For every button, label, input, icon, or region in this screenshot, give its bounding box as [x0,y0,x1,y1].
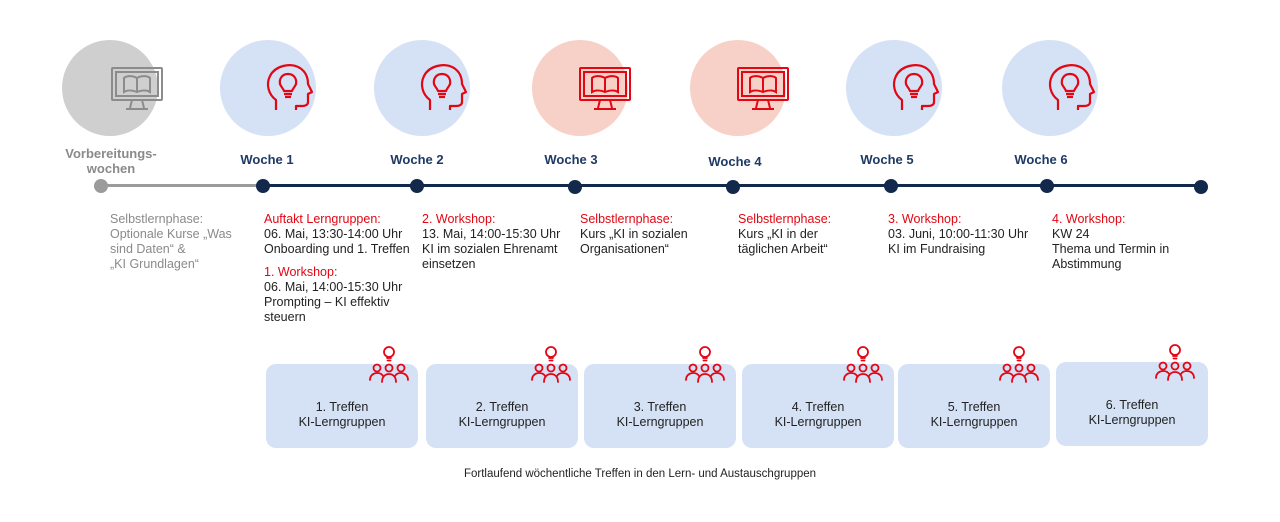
week-label-6: Woche 6 [1014,152,1068,167]
block-line: Onboarding und 1. Treffen [264,242,410,256]
meeting-title: 4. Treffen [791,400,845,414]
text-block-week-4: Selbstlernphase: Kurs „KI in der täglich… [738,212,831,257]
head-bulb-icon [1044,62,1100,114]
group-idea-icon [528,344,574,391]
meeting-title: 5. Treffen [947,400,1001,414]
timeline-prep-segment [100,184,264,187]
timeline-dot-end [1194,180,1208,194]
block-line: KI im Fundraising [888,242,986,256]
computer-book-icon [578,66,632,112]
block-line: 06. Mai, 14:00-15:30 Uhr [264,280,403,294]
block-line: KI im sozialen Ehrenamt [422,242,558,256]
block-line: Abstimmung [1052,257,1122,271]
head-bulb-icon [416,62,472,114]
block-heading: 4. Workshop: [1052,212,1126,226]
meeting-title: 6. Treffen [1105,398,1159,412]
block-line: „KI Grundlagen“ [110,257,199,271]
week-label-2: Woche 2 [390,152,444,167]
block-heading: Selbstlernphase: [580,212,674,226]
meeting-title: 3. Treffen [633,400,687,414]
text-block-week-6: 4. Workshop: KW 24 Thema und Termin in A… [1052,212,1169,272]
week-label-1: Woche 1 [240,152,294,167]
group-idea-icon [840,344,886,391]
head-bulb-icon [888,62,944,114]
timeline-dot-week-1 [256,179,270,193]
block-line: täglichen Arbeit“ [738,242,828,256]
group-idea-icon [682,344,728,391]
computer-book-icon [110,66,164,112]
block-line: Selbstlernphase: [110,212,204,226]
week-label-prep: Vorbereitungs- wochen [65,146,157,176]
block-heading: 2. Workshop: [422,212,496,226]
meeting-subtitle: KI-Lerngruppen [298,415,386,429]
block-heading: Selbstlernphase: [738,212,832,226]
block-line: KW 24 [1052,227,1090,241]
meeting-subtitle: KI-Lerngruppen [774,415,862,429]
block-heading: 1. Workshop: [264,265,338,279]
meeting-subtitle: KI-Lerngruppen [930,415,1018,429]
head-bulb-icon [262,62,318,114]
timeline-dot-week-2 [410,179,424,193]
timeline-dot-week-6 [1040,179,1054,193]
text-block-week-2: 2. Workshop: 13. Mai, 14:00-15:30 Uhr KI… [422,212,560,272]
block-line: 06. Mai, 13:30-14:00 Uhr [264,227,403,241]
block-line: einsetzen [422,257,476,271]
meeting-subtitle: KI-Lerngruppen [458,415,546,429]
block-line: Kurs „KI in sozialen [580,227,688,241]
footer-note: Fortlaufend wöchentliche Treffen in den … [463,468,817,480]
meeting-subtitle: KI-Lerngruppen [616,415,704,429]
block-line: Prompting – KI effektiv [264,295,390,309]
block-line: Optionale Kurse „Was [110,227,232,241]
timeline-dot-week-4 [726,180,740,194]
block-line: steuern [264,310,306,324]
group-idea-icon [996,344,1042,391]
text-block-prep: Selbstlernphase: Optionale Kurse „Was si… [110,212,232,272]
block-line: 13. Mai, 14:00-15:30 Uhr [422,227,561,241]
text-block-week-3: Selbstlernphase: Kurs „KI in sozialen Or… [580,212,688,257]
group-idea-icon [366,344,412,391]
block-line: 03. Juni, 10:00-11:30 Uhr [888,227,1029,241]
timeline-dot-prep [94,179,108,193]
timeline-dot-week-3 [568,180,582,194]
block-heading: Auftakt Lerngruppen: [264,212,381,226]
group-idea-icon [1152,342,1198,389]
block-line: Kurs „KI in der [738,227,818,241]
meeting-title: 2. Treffen [475,400,529,414]
meeting-title: 1. Treffen [315,400,369,414]
phase-circle-prep [62,40,158,136]
block-heading: 3. Workshop: [888,212,962,226]
timeline-dot-week-5 [884,179,898,193]
week-label-5: Woche 5 [860,152,914,167]
block-line: sind Daten“ & [110,242,186,256]
meeting-subtitle: KI-Lerngruppen [1088,413,1176,427]
text-block-week-5: 3. Workshop: 03. Juni, 10:00-11:30 Uhr K… [888,212,1028,257]
block-line: Thema und Termin in [1052,242,1170,256]
week-label-3: Woche 3 [544,152,598,167]
block-line: Organisationen“ [580,242,669,256]
text-block-week-1: Auftakt Lerngruppen: 06. Mai, 13:30-14:0… [264,212,410,325]
computer-book-icon [736,66,790,112]
week-label-4: Woche 4 [708,154,762,169]
